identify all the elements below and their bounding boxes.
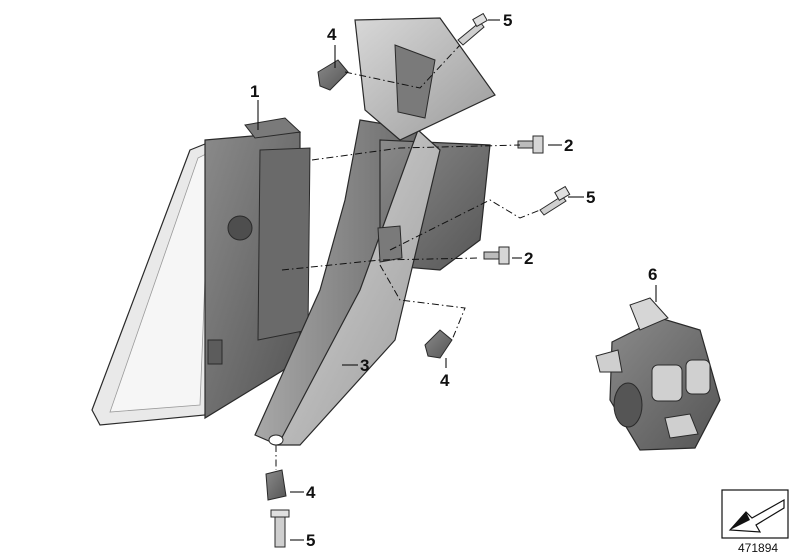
callout-2-upper: 2: [564, 136, 573, 155]
arrow-indicator-icon: [728, 498, 785, 533]
screw-2-upper: [517, 135, 544, 154]
leader-lines: [257, 19, 657, 541]
grommet-4-bottom: [265, 469, 287, 501]
top-mount: [354, 17, 496, 141]
part-6-handlebar-switch: [595, 297, 721, 451]
callout-3: 3: [360, 356, 369, 375]
screw-5-right: [539, 185, 571, 216]
grommet-4-top: [317, 59, 349, 91]
grommet-4-middle: [424, 329, 453, 359]
reference-icon-box: [721, 489, 789, 539]
diagram-id-number: 471894: [738, 541, 778, 555]
callout-5-right: 5: [586, 188, 595, 207]
callout-5-bottom: 5: [306, 531, 315, 550]
callout-4-bottom: 4: [306, 483, 316, 502]
part-1-indicator-lamp: [91, 117, 311, 426]
callout-5-top: 5: [503, 11, 512, 30]
assembly-lines: [275, 44, 541, 470]
callout-2-lower: 2: [524, 249, 533, 268]
callout-6: 6: [648, 265, 657, 284]
screw-2-lower: [483, 246, 510, 265]
callout-4-middle: 4: [440, 371, 450, 390]
callout-1: 1: [250, 82, 259, 101]
part-3-bracket: [254, 119, 491, 446]
screw-5-top: [457, 12, 488, 46]
callout-4-top: 4: [327, 25, 337, 44]
screw-5-bottom: [270, 509, 290, 548]
